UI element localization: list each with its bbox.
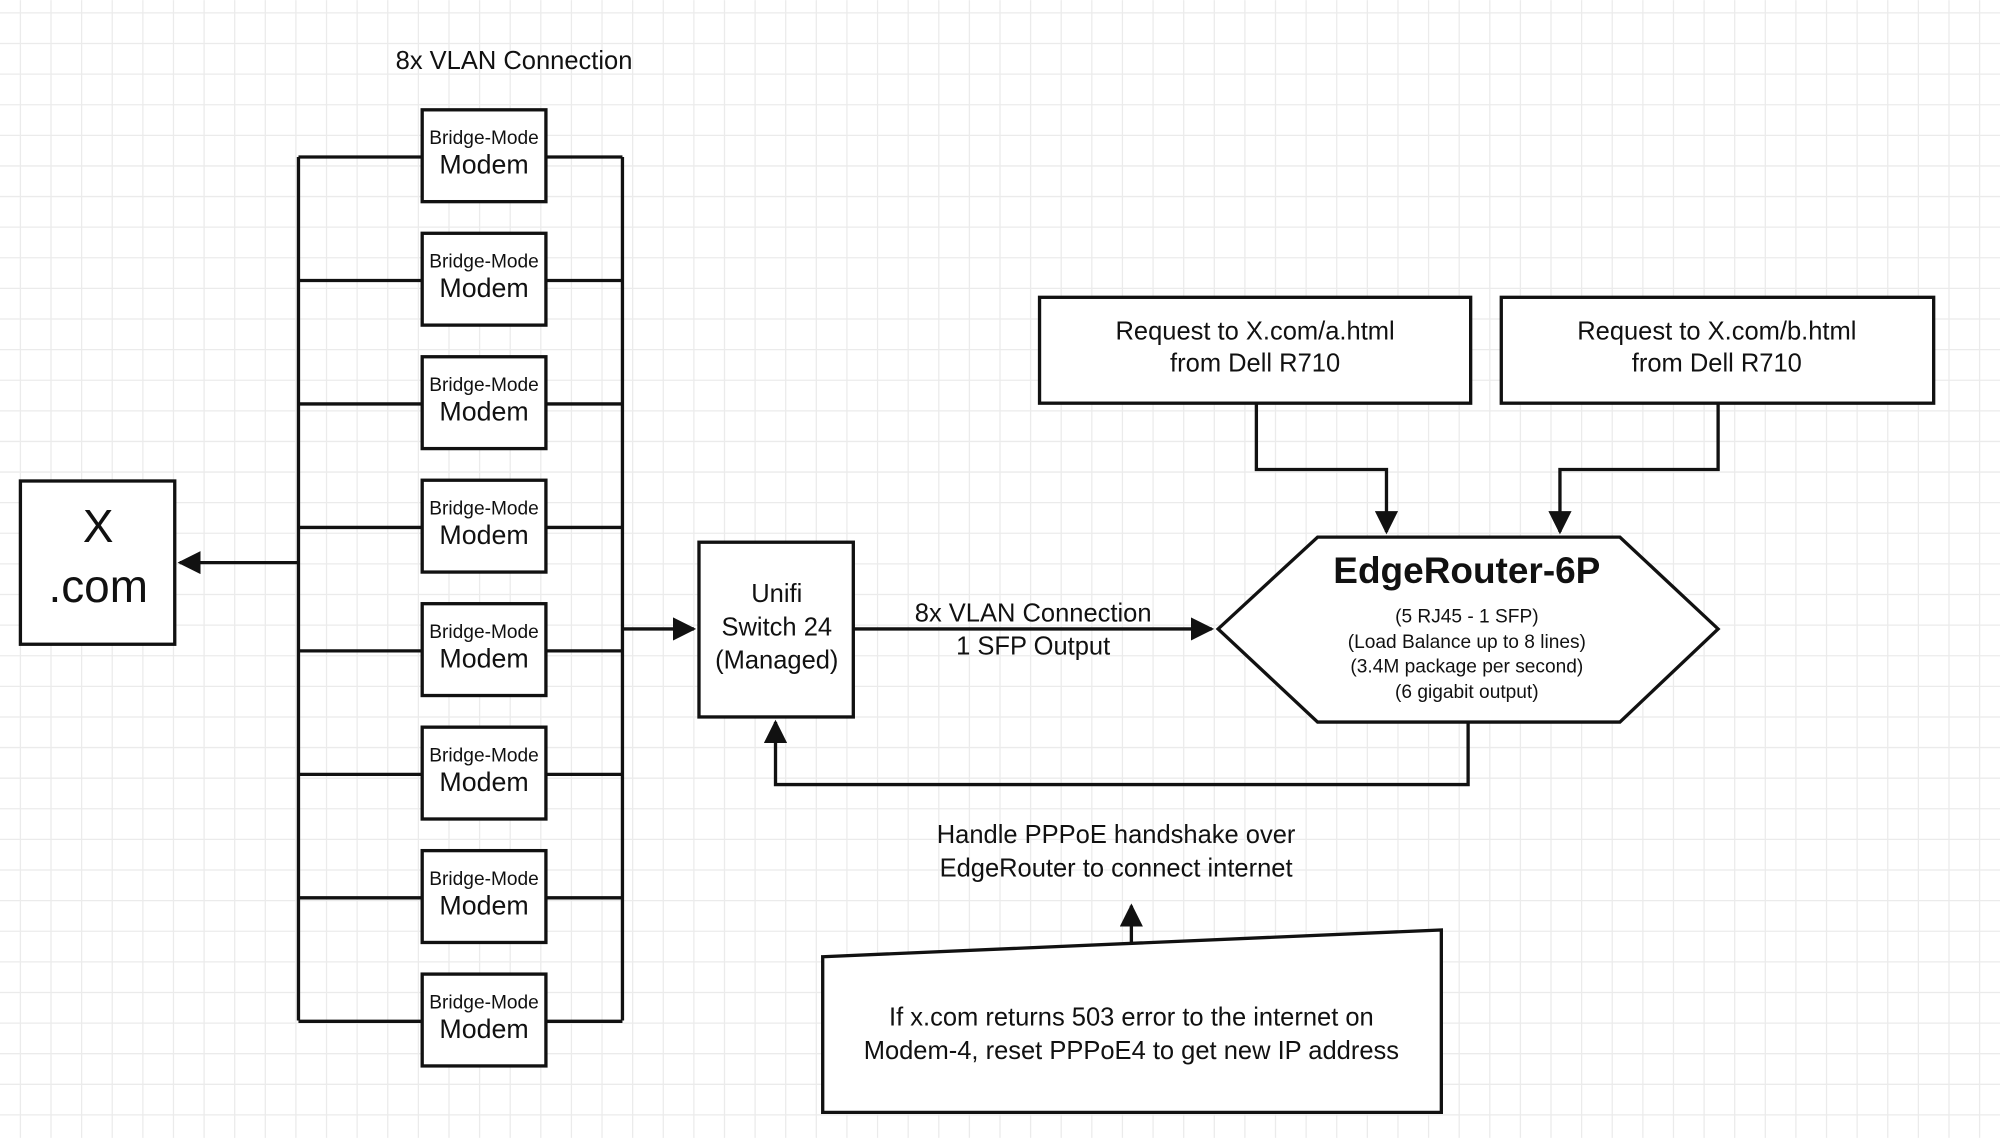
switch-link-label-line2: 1 SFP Output [956,632,1110,660]
request-b-line2: from Dell R710 [1632,349,1802,377]
reset-note-line2: Modem-4, reset PPPoE4 to get new IP addr… [864,1037,1399,1065]
modem-label-bottom: Modem [439,643,528,673]
modem-label-top: Bridge-Mode [429,252,538,273]
modem-label-bottom: Modem [439,397,528,427]
modem-label-bottom: Modem [439,767,528,797]
router-to-switch-arrow [763,719,1470,787]
switch-label-line2: Switch 24 [722,613,833,641]
vlan-connection-title: 8x VLAN Connection [396,47,633,75]
request-b-line1: Request to X.com/b.html [1577,317,1856,345]
request-a-to-router-arrow [1254,403,1399,535]
modem-label-top: Bridge-Mode [429,993,538,1014]
modem-label-top: Bridge-Mode [429,499,538,520]
router-spec-3: (3.4M package per second) [1350,656,1583,677]
modem-label-bottom: Modem [439,1014,528,1044]
modem-label-top: Bridge-Mode [429,128,538,149]
modem-label-bottom: Modem [439,273,528,303]
xcom-label-line1: X [83,500,114,552]
modem-stack: Bridge-ModeModemBridge-ModeModemBridge-M… [420,108,548,1068]
request-a-node[interactable]: Request to X.com/a.html from Dell R710 [1037,295,1473,405]
router-title: EdgeRouter-6P [1333,550,1600,591]
modem-label-top: Bridge-Mode [429,869,538,890]
request-a-line1: Request to X.com/a.html [1115,317,1394,345]
edgerouter-node[interactable]: EdgeRouter-6P (5 RJ45 - 1 SFP) (Load Bal… [1215,535,1721,724]
switch-link-label-line1: 8x VLAN Connection [915,599,1152,627]
router-spec-2: (Load Balance up to 8 lines) [1348,632,1586,653]
modem-label-bottom: Modem [439,890,528,920]
router-spec-1: (5 RJ45 - 1 SFP) [1395,607,1538,628]
modem-wires [298,155,623,1023]
switch-label-line1: Unifi [751,580,802,608]
modem-label-bottom: Modem [439,150,528,180]
pppoe-note-line2: EdgeRouter to connect internet [940,854,1293,882]
router-spec-4: (6 gigabit output) [1395,682,1539,703]
xcom-node[interactable]: X .com [18,479,177,646]
reset-note-node[interactable]: If x.com returns 503 error to the intern… [821,928,1443,1115]
request-b-node[interactable]: Request to X.com/b.html from Dell R710 [1499,295,1936,405]
request-a-line2: from Dell R710 [1170,349,1340,377]
pppoe-note-line1: Handle PPPoE handshake over [937,821,1296,849]
unifi-switch-node[interactable]: Unifi Switch 24 (Managed) [697,540,855,719]
switch-label-line3: (Managed) [715,646,838,674]
modem-label-top: Bridge-Mode [429,746,538,767]
reset-note-line1: If x.com returns 503 error to the intern… [889,1004,1374,1032]
modem-label-bottom: Modem [439,520,528,550]
modem-label-top: Bridge-Mode [429,622,538,643]
modem-label-top: Bridge-Mode [429,375,538,396]
request-b-to-router-arrow [1548,403,1720,535]
xcom-label-line2: .com [48,560,147,612]
